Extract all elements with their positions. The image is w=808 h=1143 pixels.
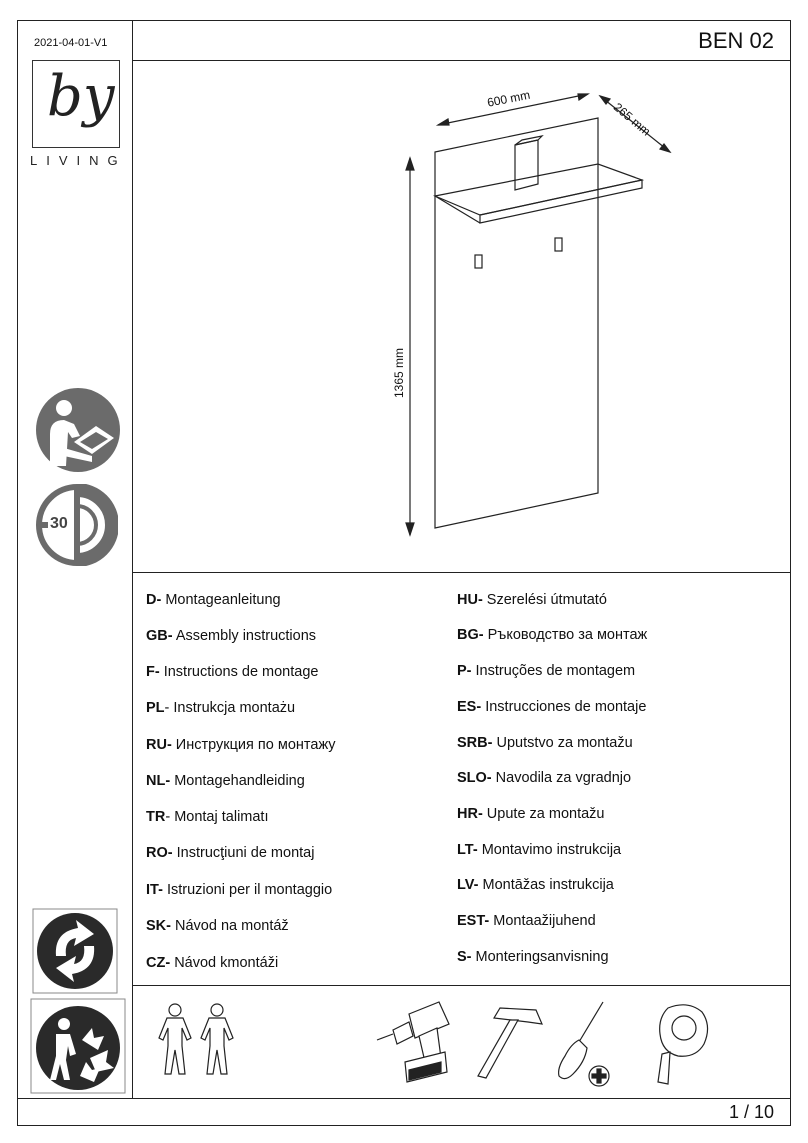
language-item: S- Monteringsanvisning	[457, 949, 609, 965]
language-item: D- Montageanleitung	[146, 592, 281, 608]
model-title: BEN 02	[698, 28, 774, 53]
language-item: EST- Montaažijuhend	[457, 913, 596, 929]
language-item: F- Instructions de montage	[146, 664, 319, 680]
language-item: ES- Instrucciones de montaje	[457, 699, 647, 715]
language-item: P- Instruções de montagem	[457, 663, 636, 679]
tape-measure-icon	[640, 996, 720, 1088]
version-label: 2021-04-01-V1	[34, 37, 108, 49]
language-item: TR- Montaj talimatı	[146, 809, 269, 825]
language-item: SLO- Navodila za vgradnjo	[457, 770, 632, 786]
height-dimension: 1365 mm	[392, 347, 406, 398]
language-item: LT- Montavimo instrukcija	[457, 842, 622, 858]
assembly-time-value: 30	[50, 515, 68, 532]
language-item: HR- Upute za montažu	[457, 806, 605, 822]
page-number: 1 / 10	[728, 1102, 774, 1122]
page-frame	[17, 20, 791, 1126]
phillips-screwdriver-icon	[545, 998, 617, 1090]
languages-divider	[132, 985, 791, 986]
header-divider	[132, 60, 791, 61]
language-item: LV- Montāžas instrukcija	[457, 877, 614, 893]
read-manual-icon	[34, 386, 122, 474]
green-dot-recycle-icon	[32, 908, 118, 994]
drawing-divider	[132, 572, 791, 573]
language-item: GB- Assembly instructions	[146, 628, 317, 644]
two-persons-icon	[155, 998, 245, 1078]
product-drawing: 600 mm 265 mm 1365 mm	[380, 80, 680, 560]
language-item: SK- Návod na montáž	[146, 918, 289, 934]
cordless-drill-icon	[375, 996, 465, 1086]
footer-divider	[17, 1098, 791, 1099]
sidebar-divider	[132, 20, 133, 1098]
language-item: PL- Instrukcja montażu	[146, 700, 296, 716]
language-item: RO- Instrucţiuni de montaj	[146, 845, 315, 861]
brand-tagline: LIVING	[30, 153, 127, 168]
assembly-time-icon: 30	[36, 483, 119, 567]
disposal-recycle-icon	[30, 998, 126, 1094]
logo-text: by	[47, 64, 115, 129]
language-item: NL- Montagehandleiding	[146, 773, 305, 789]
language-item: CZ- Návod kmontáži	[146, 955, 279, 971]
language-item: RU- Инструкция по монтажу	[146, 737, 336, 753]
brand-logo: by	[32, 60, 120, 148]
language-item: BG- Ръководство за монтаж	[457, 627, 648, 643]
language-item: IT- Istruzioni per il montaggio	[146, 882, 333, 898]
language-item: HU- Szerelési útmutató	[457, 592, 607, 608]
language-item: SRB- Uputstvo za montažu	[457, 735, 633, 751]
hammer-icon	[470, 998, 548, 1082]
